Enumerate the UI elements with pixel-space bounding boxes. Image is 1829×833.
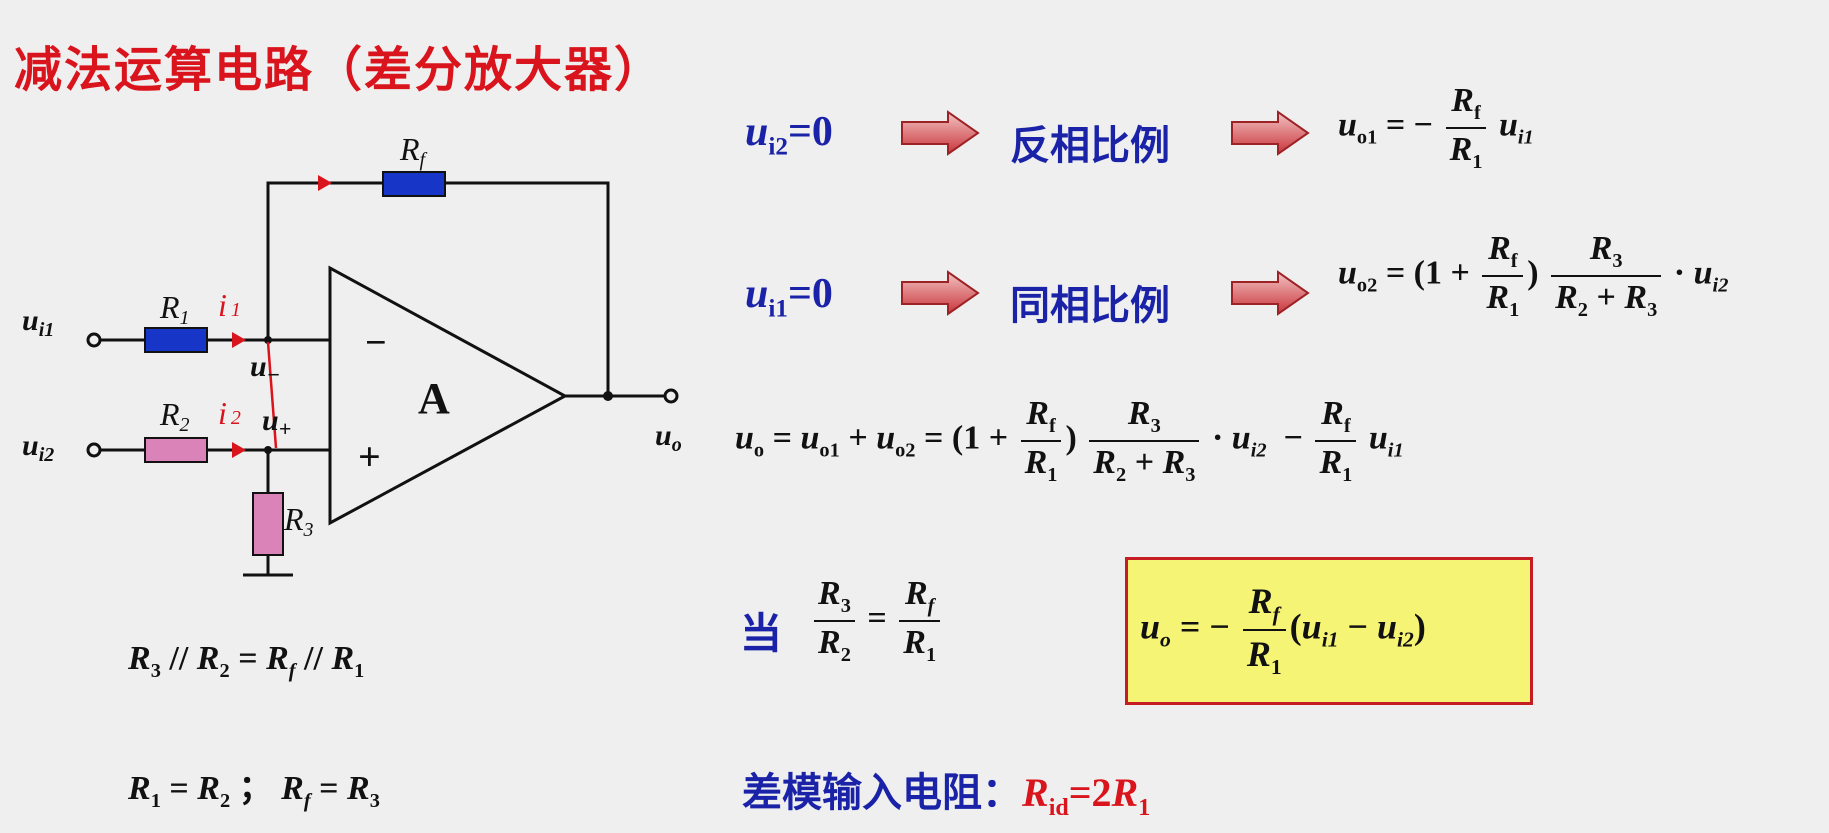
label-u-plus: u+ [262,404,291,441]
arrow-icon [901,270,980,316]
row1-condition: ui2=0 [745,109,833,161]
arrow-icon [1231,110,1310,156]
label-ui1: ui1 [22,304,54,341]
resistor-r2 [144,437,208,463]
label-rf: Rf [399,131,428,171]
current-arrow-i2 [232,442,246,458]
current-arrow-rf [318,175,332,191]
junction-dot [264,446,272,454]
junction-dot [264,336,272,344]
arrow-icon [1231,270,1310,316]
condition-line-2: R1 = R2 ； Rf = R3 [128,770,380,812]
condition-line-1: R3 // R2 = Rf // R1 [128,640,365,682]
page-title: 减法运算电路（差分放大器） [14,42,665,98]
minus-input-sign: − [365,322,387,364]
current-arrow-i1 [232,332,246,348]
label-r1: R1 [159,289,190,329]
resistor-rf [382,171,446,197]
diff-input-resistance: 差模输入电阻：Rid=2R1 [742,770,1151,821]
junction-dot [603,391,613,401]
resistor-r1 [144,327,208,353]
resistor-r3 [252,492,284,556]
label-u-minus: u− [250,350,280,387]
virtual-short-line [266,341,278,449]
arrow-icon [901,110,980,156]
plus-input-sign: + [358,434,381,479]
label-ui2: ui2 [22,429,54,466]
result-box [1125,557,1533,705]
terminal-uo [663,388,679,404]
label-uo: uo [655,419,682,456]
amplifier-label: A [418,374,450,423]
label-r3: R3 [283,501,314,541]
label-r2: R2 [159,396,190,436]
row2-mode: 同相比例 [1010,283,1170,329]
terminal-ui1 [86,332,102,348]
row1-mode: 反相比例 [1010,123,1170,169]
op-amp-triangle [328,265,569,526]
row4-when: 当 [740,609,783,658]
row2-condition: ui1=0 [745,271,833,323]
terminal-ui2 [86,442,102,458]
